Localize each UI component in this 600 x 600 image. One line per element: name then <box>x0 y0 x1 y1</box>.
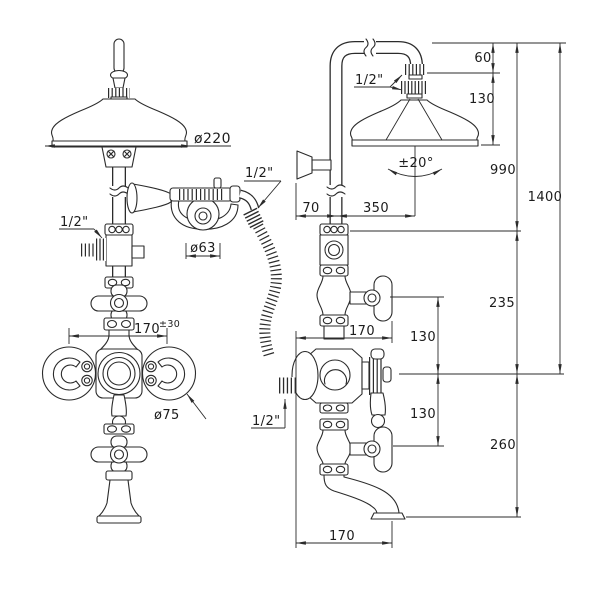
shower-hose <box>238 189 282 357</box>
ceramic-lever-side <box>369 392 386 429</box>
ceramic-lever <box>111 394 127 429</box>
hand-shower <box>126 177 241 214</box>
shower-head-side <box>349 98 480 147</box>
tub-spout <box>323 474 406 520</box>
shower-head <box>50 98 188 148</box>
dim-spout-connection: 1/2" <box>252 414 281 429</box>
leader-hose-connection <box>244 180 282 208</box>
side-view <box>279 38 480 520</box>
dim-head-reach: 350 <box>363 201 389 216</box>
lower-section <box>316 402 406 520</box>
dim-cradle-diameter: ø63 <box>190 241 216 256</box>
leader-head-connection-upper <box>354 75 402 88</box>
dim-port-to-center: 235 <box>489 296 515 311</box>
head-connector <box>401 64 427 99</box>
pipe-break <box>109 185 129 197</box>
dim-total-height: 1400 <box>528 190 563 205</box>
upper-side-handle <box>349 275 393 322</box>
spray-lines <box>385 98 443 141</box>
dim-center-to-spout: 260 <box>490 438 516 453</box>
lower-side-handle <box>349 426 393 473</box>
inlet-tee <box>81 223 145 267</box>
gooseneck-pipe <box>326 38 423 232</box>
dim-hose-connection: 1/2" <box>245 166 274 181</box>
dim-head-depth: 130 <box>469 92 495 107</box>
labels: ø220 1/2" ø63 1/2" 170 ±30 ø75 1/2" 60 1… <box>60 51 562 544</box>
dim-center-to-upper-handle: 130 <box>410 330 436 345</box>
leader-spout-connection <box>251 399 285 429</box>
dim-inlet-connection: 1/2" <box>60 215 89 230</box>
valve-body-side <box>279 348 392 429</box>
dim-spout-reach: 170 <box>329 529 355 544</box>
spray-angle-arc <box>387 168 443 177</box>
leader-head-connection-lower <box>389 85 403 91</box>
leader-inlet-connection <box>59 229 102 238</box>
outlet-bell <box>96 470 142 524</box>
wall-flange <box>296 150 332 180</box>
hand-shower-cradle <box>170 197 239 231</box>
dim-handle-diameter: ø75 <box>154 408 180 423</box>
dim-head-drop: 60 <box>474 51 491 66</box>
dimension-lines <box>45 42 566 548</box>
dim-valve-width: 170 <box>349 324 375 339</box>
right-handle-detail <box>145 357 186 391</box>
lower-cross-handle <box>90 423 148 473</box>
dim-head-diameter: ø220 <box>194 131 231 147</box>
dim-spray-angle: ±20° <box>398 156 434 171</box>
dim-head-connection: 1/2" <box>355 73 384 88</box>
dim-riser-height: 990 <box>490 163 516 178</box>
finial <box>108 38 130 102</box>
dim-handle-spacing: 170 <box>134 322 160 337</box>
dim-handle-spacing-tolerance: ±30 <box>159 319 180 330</box>
top-port <box>316 223 352 340</box>
dim-wall-offset: 70 <box>302 201 319 216</box>
leader-handle-diameter <box>186 393 207 420</box>
left-handle-detail <box>52 357 93 391</box>
front-view <box>41 38 282 524</box>
wall-bracket <box>101 146 137 168</box>
dim-center-to-lower-handle: 130 <box>410 407 436 422</box>
